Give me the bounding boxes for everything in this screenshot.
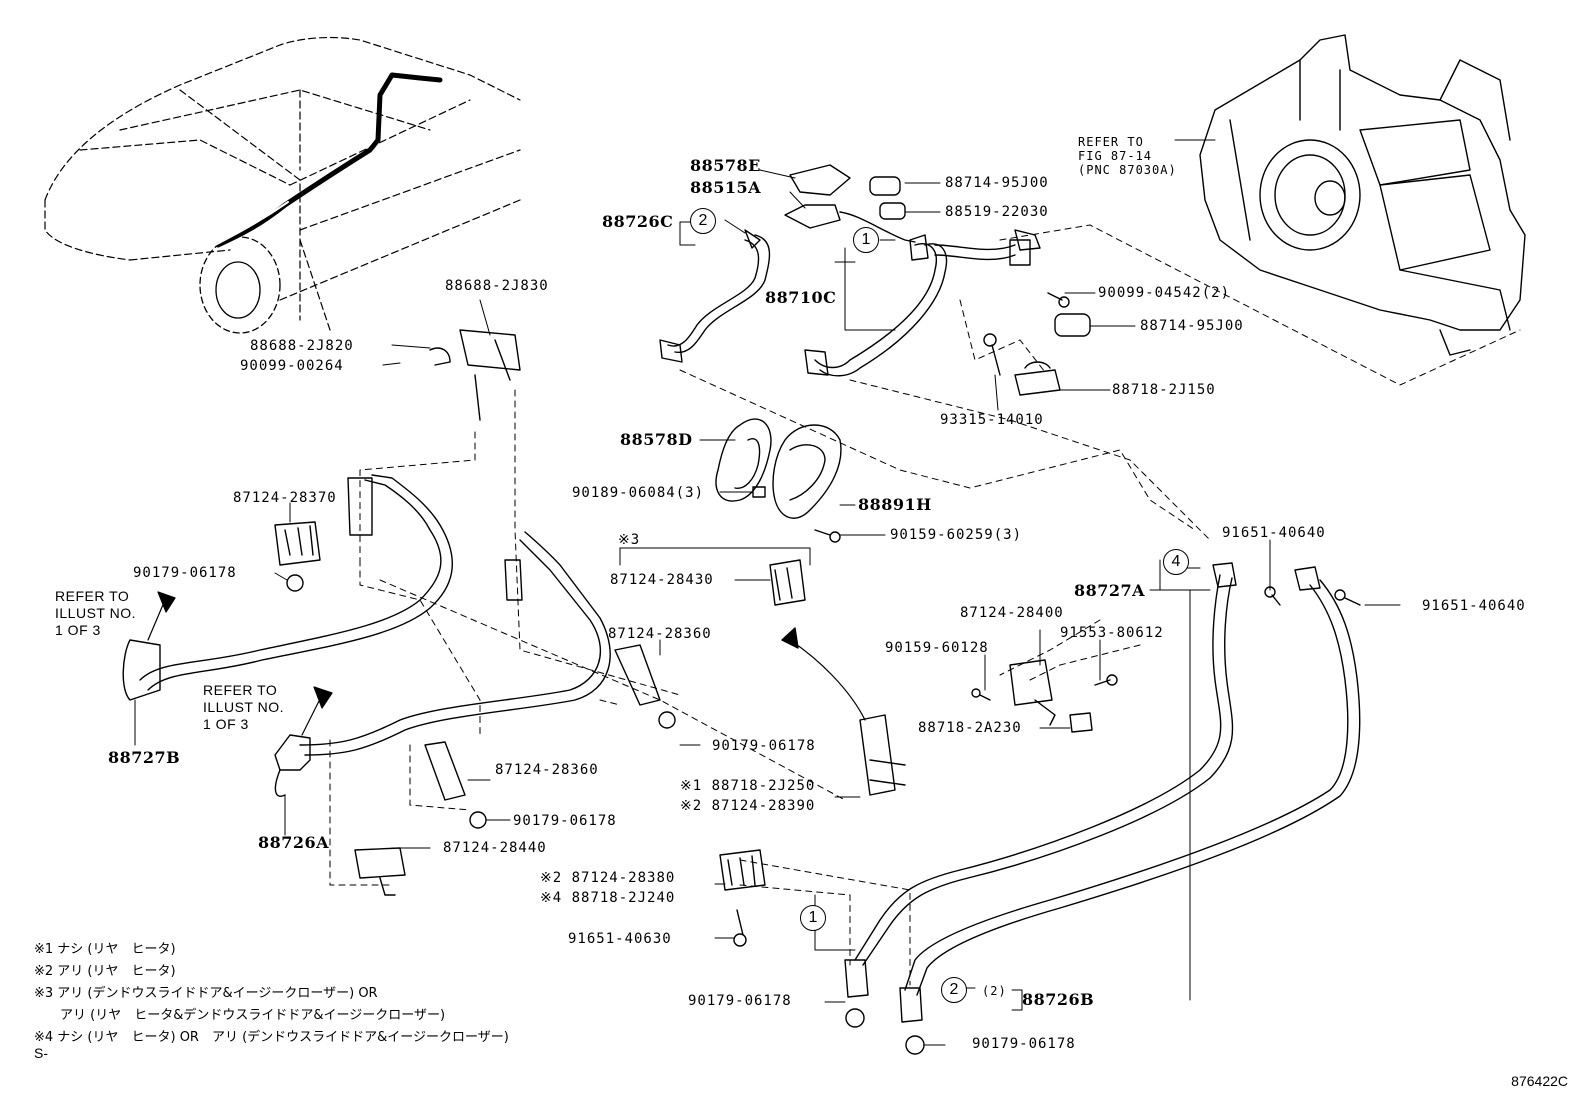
refer-illust-left-line3: 1 OF 3 xyxy=(55,622,101,638)
footnote-3: ※3 アリ (デンドウスライドドア&イージークローザー) OR xyxy=(34,986,378,1001)
part-label-90179-06178-mid[interactable]: 90179-06178 xyxy=(712,738,816,754)
leader-lines xyxy=(134,169,1401,1046)
part-label-88519-22030[interactable]: 88519-22030 xyxy=(945,204,1049,220)
part-label-87124-28400[interactable]: 87124-28400 xyxy=(960,605,1064,621)
refer-illust-left: REFER TO ILLUST NO. 1 OF 3 xyxy=(55,588,136,639)
part-label-88718-2j250[interactable]: ※1 88718-2J250 xyxy=(680,778,816,794)
section-mark: S- xyxy=(34,1045,48,1061)
part-label-88688-2j820[interactable]: 88688-2J820 xyxy=(250,338,354,354)
part-label-91553-80612[interactable]: 91553-80612 xyxy=(1060,625,1164,641)
circled-1-bottom: 1 xyxy=(800,905,826,931)
part-label-91651-40630[interactable]: 91651-40630 xyxy=(568,931,672,947)
part-label-93315-14010[interactable]: 93315-14010 xyxy=(940,412,1044,428)
refer-fig-line3: (PNC 87030A) xyxy=(1078,163,1177,177)
circled-1-top: 1 xyxy=(853,227,879,253)
part-label-87124-28430[interactable]: 87124-28430 xyxy=(610,572,714,588)
part-label-91651-40640-right[interactable]: 91651-40640 xyxy=(1422,598,1526,614)
part-label-88727a[interactable]: 88727A xyxy=(1074,581,1146,600)
part-label-87124-28360-lower[interactable]: 87124-28360 xyxy=(495,762,599,778)
note-mark-3: ※3 xyxy=(618,532,641,548)
part-label-88726a[interactable]: 88726A xyxy=(258,833,330,852)
part-label-90179-06178-left[interactable]: 90179-06178 xyxy=(133,565,237,581)
dashed-leader-lines xyxy=(329,224,1521,986)
refer-arrows xyxy=(147,591,333,736)
part-label-88714-95j00-right[interactable]: 88714-95J00 xyxy=(1140,318,1244,334)
vehicle-outline-drawing xyxy=(44,36,521,331)
refer-fig-line2: FIG 87-14 xyxy=(1078,149,1153,163)
part-label-87124-28390[interactable]: ※2 87124-28390 xyxy=(680,798,816,814)
refer-illust-center: REFER TO ILLUST NO. 1 OF 3 xyxy=(203,682,284,733)
part-label-90099-04542[interactable]: 90099-04542(2) xyxy=(1098,285,1231,301)
part-label-87124-28440[interactable]: 87124-28440 xyxy=(443,840,547,856)
vehicle-wheel xyxy=(199,236,281,334)
part-label-88714-95j00-top[interactable]: 88714-95J00 xyxy=(945,175,1049,191)
circled-2-bottom: 2 xyxy=(941,977,967,1003)
left-pipe-drawing xyxy=(122,329,925,1055)
right-pipe-drawing xyxy=(844,562,1361,1023)
part-label-88718-2a230[interactable]: 88718-2A230 xyxy=(918,720,1022,736)
footnote-1: ※1 ナシ (リヤ ヒータ) xyxy=(34,942,176,957)
part-label-90159-60128[interactable]: 90159-60128 xyxy=(885,640,989,656)
part-label-90189-06084[interactable]: 90189-06084(3) xyxy=(572,485,705,501)
part-label-87124-28360-upper[interactable]: 87124-28360 xyxy=(608,626,712,642)
part-label-88727b[interactable]: 88727B xyxy=(108,748,181,767)
footnote-2: ※2 アリ (リヤ ヒータ) xyxy=(34,964,176,979)
refer-illust-left-line2: ILLUST NO. xyxy=(55,605,136,621)
diagram-id: 876422C xyxy=(1511,1073,1568,1089)
part-label-90179-06178-bottom-left[interactable]: 90179-06178 xyxy=(688,993,792,1009)
refer-illust-center-line1: REFER TO xyxy=(203,682,278,698)
quantity-note: (2) xyxy=(982,984,1007,998)
part-label-90159-60259[interactable]: 90159-60259(3) xyxy=(890,527,1023,543)
refer-illust-left-line1: REFER TO xyxy=(55,588,130,604)
part-label-91651-40640-top[interactable]: 91651-40640 xyxy=(1222,525,1326,541)
part-label-90179-06178-lower[interactable]: 90179-06178 xyxy=(513,813,617,829)
part-label-87124-28380[interactable]: ※2 87124-28380 xyxy=(540,870,676,886)
part-label-88891h[interactable]: 88891H xyxy=(858,495,932,514)
center-clamp-drawing xyxy=(719,559,906,947)
part-label-88710c[interactable]: 88710C xyxy=(765,288,837,307)
footnote-3-cont: アリ (リヤ ヒータ&デンドウスライドドア&イージークローザー) xyxy=(34,1008,446,1023)
footnote-4: ※4 ナシ (リヤ ヒータ) OR アリ (デンドウスライドドア&イージークロー… xyxy=(34,1030,509,1045)
hvac-unit-drawing xyxy=(1199,34,1526,356)
refer-illust-center-line2: ILLUST NO. xyxy=(203,699,284,715)
part-label-88718-2j240[interactable]: ※4 88718-2J240 xyxy=(540,890,676,906)
part-label-88718-2j150[interactable]: 88718-2J150 xyxy=(1112,382,1216,398)
refer-fig-note: REFER TO FIG 87-14 (PNC 87030A) xyxy=(1078,135,1177,177)
circled-2-top: 2 xyxy=(690,208,716,234)
part-label-87124-28370[interactable]: 87124-28370 xyxy=(233,490,337,506)
refer-fig-line1: REFER TO xyxy=(1078,135,1144,149)
part-label-88726c[interactable]: 88726C xyxy=(602,212,674,231)
part-label-88515a[interactable]: 88515A xyxy=(690,178,762,197)
part-label-90179-06178-bottom-right[interactable]: 90179-06178 xyxy=(972,1036,1076,1052)
part-label-88578d[interactable]: 88578D xyxy=(620,430,693,449)
circled-4: 4 xyxy=(1163,549,1189,575)
vehicle-pipe-route xyxy=(215,72,443,248)
part-label-88726b[interactable]: 88726B xyxy=(1022,990,1095,1009)
part-label-90099-00264[interactable]: 90099-00264 xyxy=(240,358,344,374)
part-label-88688-2j830[interactable]: 88688-2J830 xyxy=(445,278,549,294)
part-label-88578e[interactable]: 88578E xyxy=(690,156,761,175)
upper-pipe-drawing xyxy=(659,164,1091,543)
refer-illust-center-line3: 1 OF 3 xyxy=(203,716,249,732)
